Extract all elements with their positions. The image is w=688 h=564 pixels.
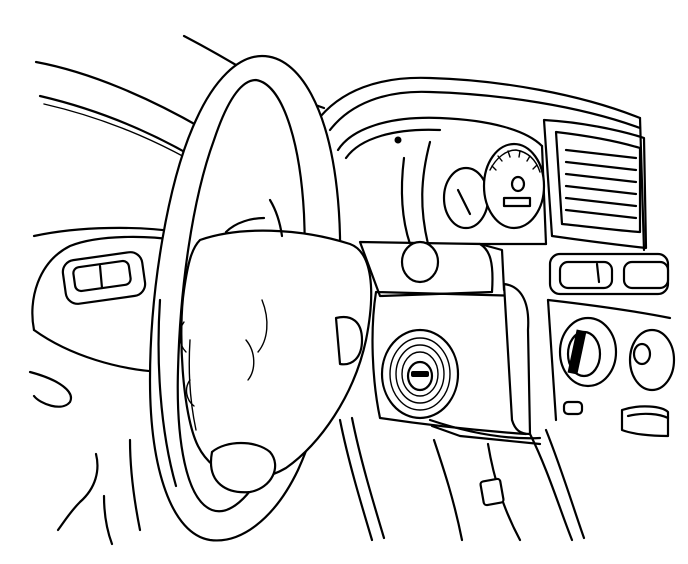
radio-button	[620, 405, 670, 438]
column-bracket	[479, 477, 505, 507]
climate-control-knobs	[558, 316, 676, 438]
screw-hole	[394, 136, 402, 144]
horn-button	[334, 315, 364, 366]
lower-column	[338, 416, 586, 542]
dashboard-top	[314, 76, 646, 252]
lower-spoke	[209, 442, 277, 494]
ignition-switch	[380, 328, 460, 420]
seat-edge	[56, 438, 142, 546]
column-lever-pivot	[400, 240, 440, 284]
hazard-switch	[558, 260, 614, 290]
instrument-cluster	[336, 116, 548, 246]
odometer-window	[502, 196, 532, 208]
steering-wheel	[148, 54, 373, 542]
steering-column	[358, 240, 542, 446]
knob-pointer	[567, 329, 587, 375]
center-console	[546, 252, 672, 422]
key-slot	[411, 371, 429, 377]
window-switch	[61, 251, 147, 305]
center-air-vent	[542, 118, 648, 250]
wheel-rim-edge	[157, 298, 178, 488]
fuel-gauge	[442, 166, 490, 230]
rear-defrost-switch	[622, 260, 670, 290]
